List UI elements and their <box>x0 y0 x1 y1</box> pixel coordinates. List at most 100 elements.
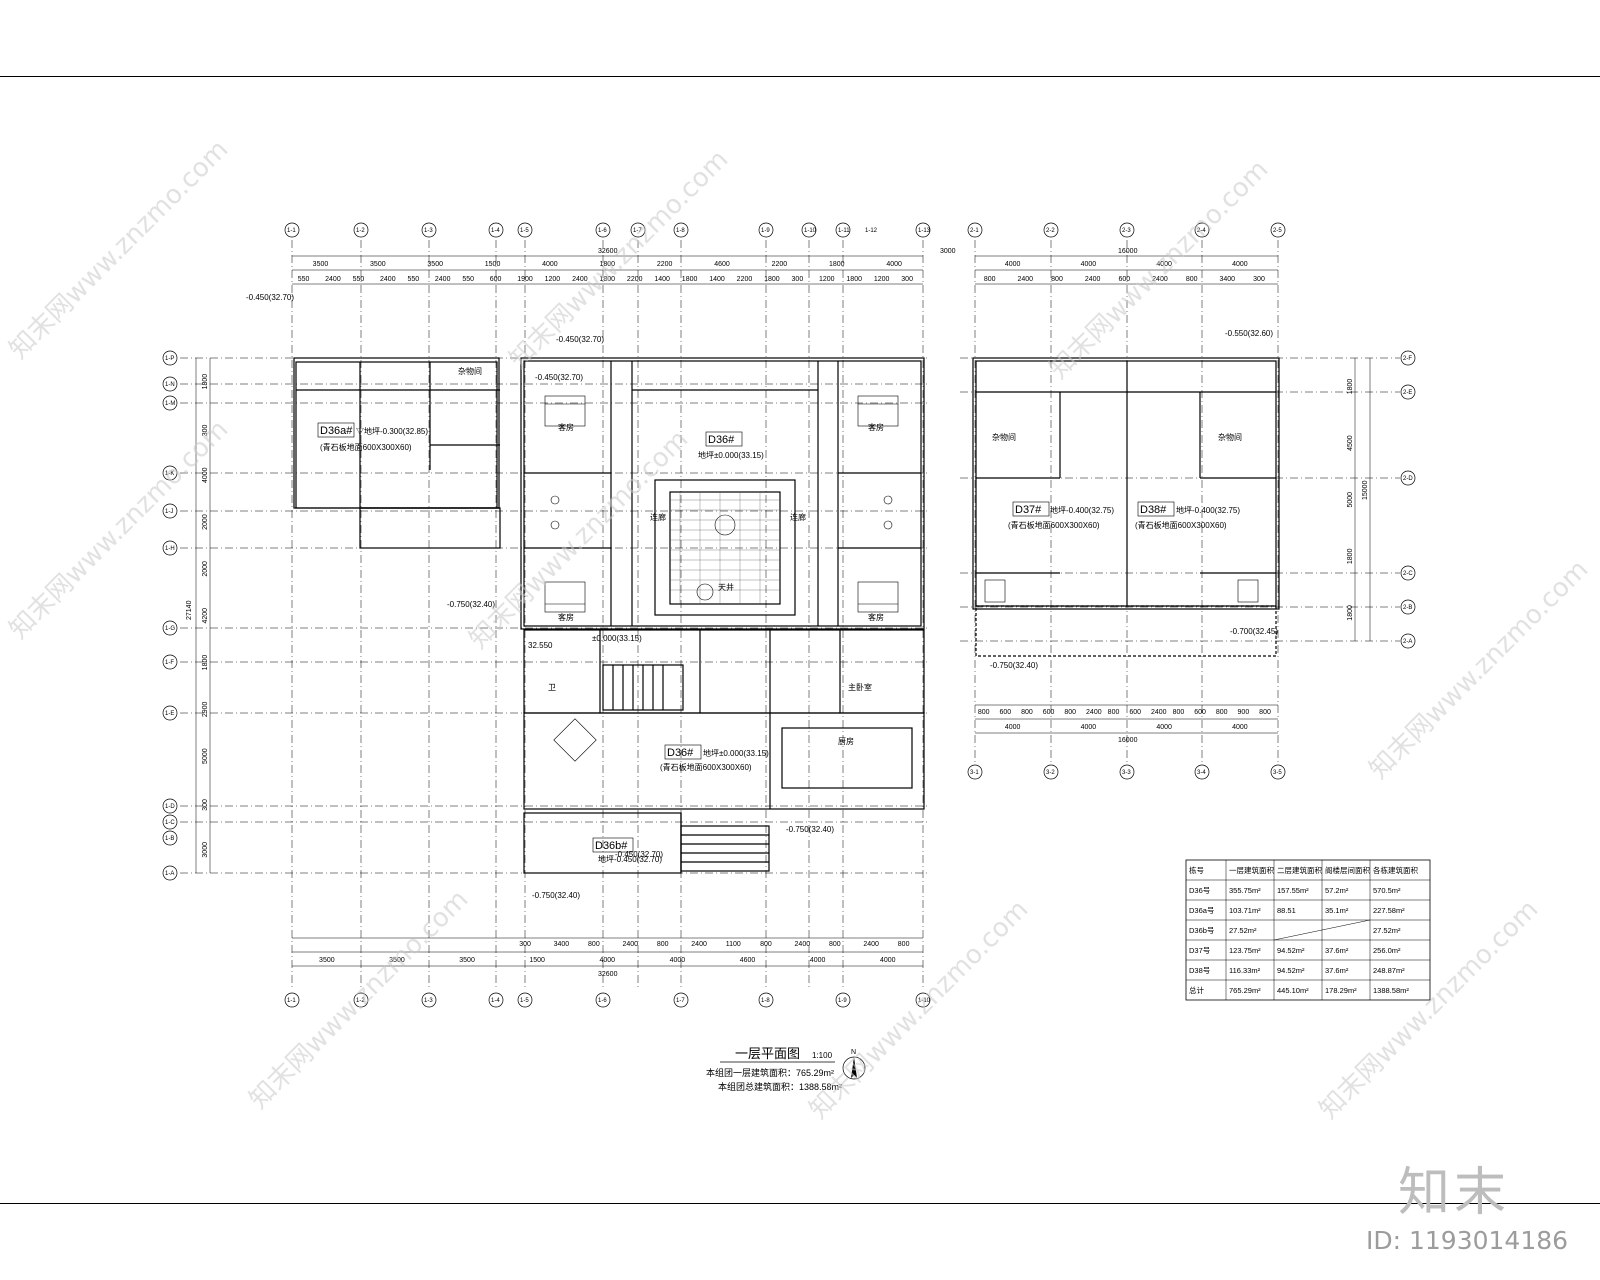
dim-sub-right: 800 <box>984 276 996 283</box>
dim-top-left: 3500 <box>313 261 329 268</box>
area-table-header: 阁楼层间面积 <box>1325 865 1370 875</box>
dim-sub-left: 300 <box>792 276 804 283</box>
watermark-text: 知末网www.znzmo.com <box>4 414 235 645</box>
dim-right-bottom: 4000 <box>1081 724 1097 731</box>
area-table-cell: 94.52m² <box>1277 966 1305 975</box>
axis-label-top-right: 2-3 <box>1122 228 1131 234</box>
dim-right-bottom-sub: 800 <box>1064 709 1076 716</box>
dim-bottom-left: 3500 <box>319 957 335 964</box>
dim-total-top-left: 32600 <box>598 248 618 255</box>
unit-tag-d36b: D36b# <box>595 840 628 852</box>
unit-finish-d36-lower: (青石板地面600X300X60) <box>660 762 752 772</box>
unit-tag-d36a: D36a# <box>320 425 353 437</box>
axis-label-left-side: 1-B <box>165 836 174 842</box>
dim-sub-left: 550 <box>462 276 474 283</box>
area-table-cell: 157.55m² <box>1277 886 1309 895</box>
dim-left-vertical: 4200 <box>202 608 209 624</box>
area-table-cell: 88.51 <box>1277 906 1296 915</box>
dim-top-left: 4000 <box>542 261 558 268</box>
drawing-title: 一层平面图 <box>735 1046 800 1061</box>
axis-label-top-right: 2-5 <box>1273 228 1282 234</box>
axis-label-left-side: 1-K <box>165 471 174 477</box>
dim-sub-right: 800 <box>1186 276 1198 283</box>
dim-sub-left: 2200 <box>627 276 643 283</box>
unit-level-d36-lower: 地坪±0.000(33.15) <box>703 748 769 758</box>
unit-finish-d38: (青石板地面600X300X60) <box>1135 520 1227 530</box>
axis-label-bottom-left: 1-6 <box>598 998 607 1004</box>
north-arrow-icon: N <box>842 1049 866 1080</box>
watermark-text: 知末网www.znzmo.com <box>4 134 235 365</box>
dim-bottom-left: 3500 <box>459 957 475 964</box>
brand-logo: 知末 <box>1398 1163 1511 1223</box>
dim-right-vertical: 1800 <box>1347 548 1354 564</box>
dim-top-left: 1500 <box>485 261 501 268</box>
room-labels: 客房 客房 客房 客房 杂物间 杂物间 杂物间 主卧室 卫 天井 厨房 连廊 连… <box>458 366 1242 746</box>
dim-bottom-sub: 2400 <box>691 941 707 948</box>
area-table-cell: 248.87m² <box>1373 966 1405 975</box>
dim-total-top-right: 16000 <box>1118 248 1138 255</box>
axis-label-left-side: 1-A <box>165 871 174 877</box>
dim-total-left-vertical: 27140 <box>186 600 193 620</box>
dim-left-vertical: 300 <box>202 799 209 811</box>
dim-right-bottom-sub: 600 <box>1129 709 1141 716</box>
room-label-storage-2: 杂物间 <box>992 432 1016 442</box>
room-label-guest-1: 客房 <box>558 422 574 432</box>
axis-label-bottom-right: 3-2 <box>1046 770 1055 776</box>
axis-label-left-side: 1-P <box>165 356 174 362</box>
dim-bottom-left: 1500 <box>529 957 545 964</box>
room-label-courtyard: 天井 <box>718 582 734 592</box>
dim-right-bottom-sub: 800 <box>978 709 990 716</box>
area-table-cell: 256.0m² <box>1373 946 1401 955</box>
area-table-cell: 35.1m² <box>1325 906 1349 915</box>
dim-gap: 3000 <box>940 248 956 255</box>
watermark-text: 知末网www.znzmo.com <box>1364 554 1595 785</box>
dim-sub-right: 2400 <box>1152 276 1168 283</box>
dim-left-vertical: 2900 <box>202 701 209 717</box>
walls <box>293 357 1280 874</box>
dim-bottom-left: 3500 <box>389 957 405 964</box>
watermark-text: 知末网www.znzmo.com <box>244 884 475 1115</box>
dim-sub-left: 2400 <box>435 276 451 283</box>
dim-left-vertical: 5000 <box>202 748 209 764</box>
north-label: N <box>851 1049 856 1056</box>
dim-right-vertical: 4500 <box>1347 435 1354 451</box>
level-marker: -0.550(32.60) <box>1225 329 1273 338</box>
dim-sub-left: 550 <box>407 276 419 283</box>
unit-level-d38: 地坪-0.400(32.75) <box>1176 505 1240 515</box>
area-table-cell: D36a号 <box>1189 906 1214 915</box>
axis-label-bottom-left: 1-10 <box>918 998 931 1004</box>
dim-right-bottom-sub: 600 <box>1043 709 1055 716</box>
room-label-corridor-2: 连廊 <box>790 512 806 522</box>
room-label-guest-3: 客房 <box>558 612 574 622</box>
furniture <box>544 395 1259 762</box>
room-label-kitchen: 厨房 <box>838 736 854 746</box>
dim-left-vertical: 2000 <box>202 514 209 530</box>
axis-label-top-left: 1-4 <box>491 228 500 234</box>
dim-sub-left: 1800 <box>600 276 616 283</box>
dimension-lines <box>195 255 1371 967</box>
dim-bottom-left: 4000 <box>810 957 826 964</box>
dim-bottom-sub: 1100 <box>726 941 741 948</box>
grid-lines-left <box>165 240 930 990</box>
dim-sub-right: 600 <box>1119 276 1131 283</box>
area-table-cell: 178.29m² <box>1325 986 1357 995</box>
axis-label-bottom-right: 3-4 <box>1197 770 1206 776</box>
dim-total-right-vertical: 15000 <box>1362 480 1369 500</box>
dim-right-vertical: 1800 <box>1347 379 1354 395</box>
axis-label-left-side: 1-D <box>165 804 175 810</box>
axis-label-left-side: 1-M <box>165 401 175 407</box>
area-table-header: 一层建筑面积 <box>1229 865 1274 875</box>
axis-label-bottom-left: 1-3 <box>424 998 433 1004</box>
dim-left-vertical: 3000 <box>202 842 209 858</box>
grid-lines-right <box>960 240 1400 770</box>
watermark-text: 知末网www.znzmo.com <box>504 144 735 375</box>
axis-label-top-left: 1-13 <box>918 228 931 234</box>
dim-right-bottom-sub: 900 <box>1238 709 1250 716</box>
level-marker: -0.700(32.45) <box>1230 627 1278 636</box>
dim-sub-right: 2400 <box>1085 276 1101 283</box>
